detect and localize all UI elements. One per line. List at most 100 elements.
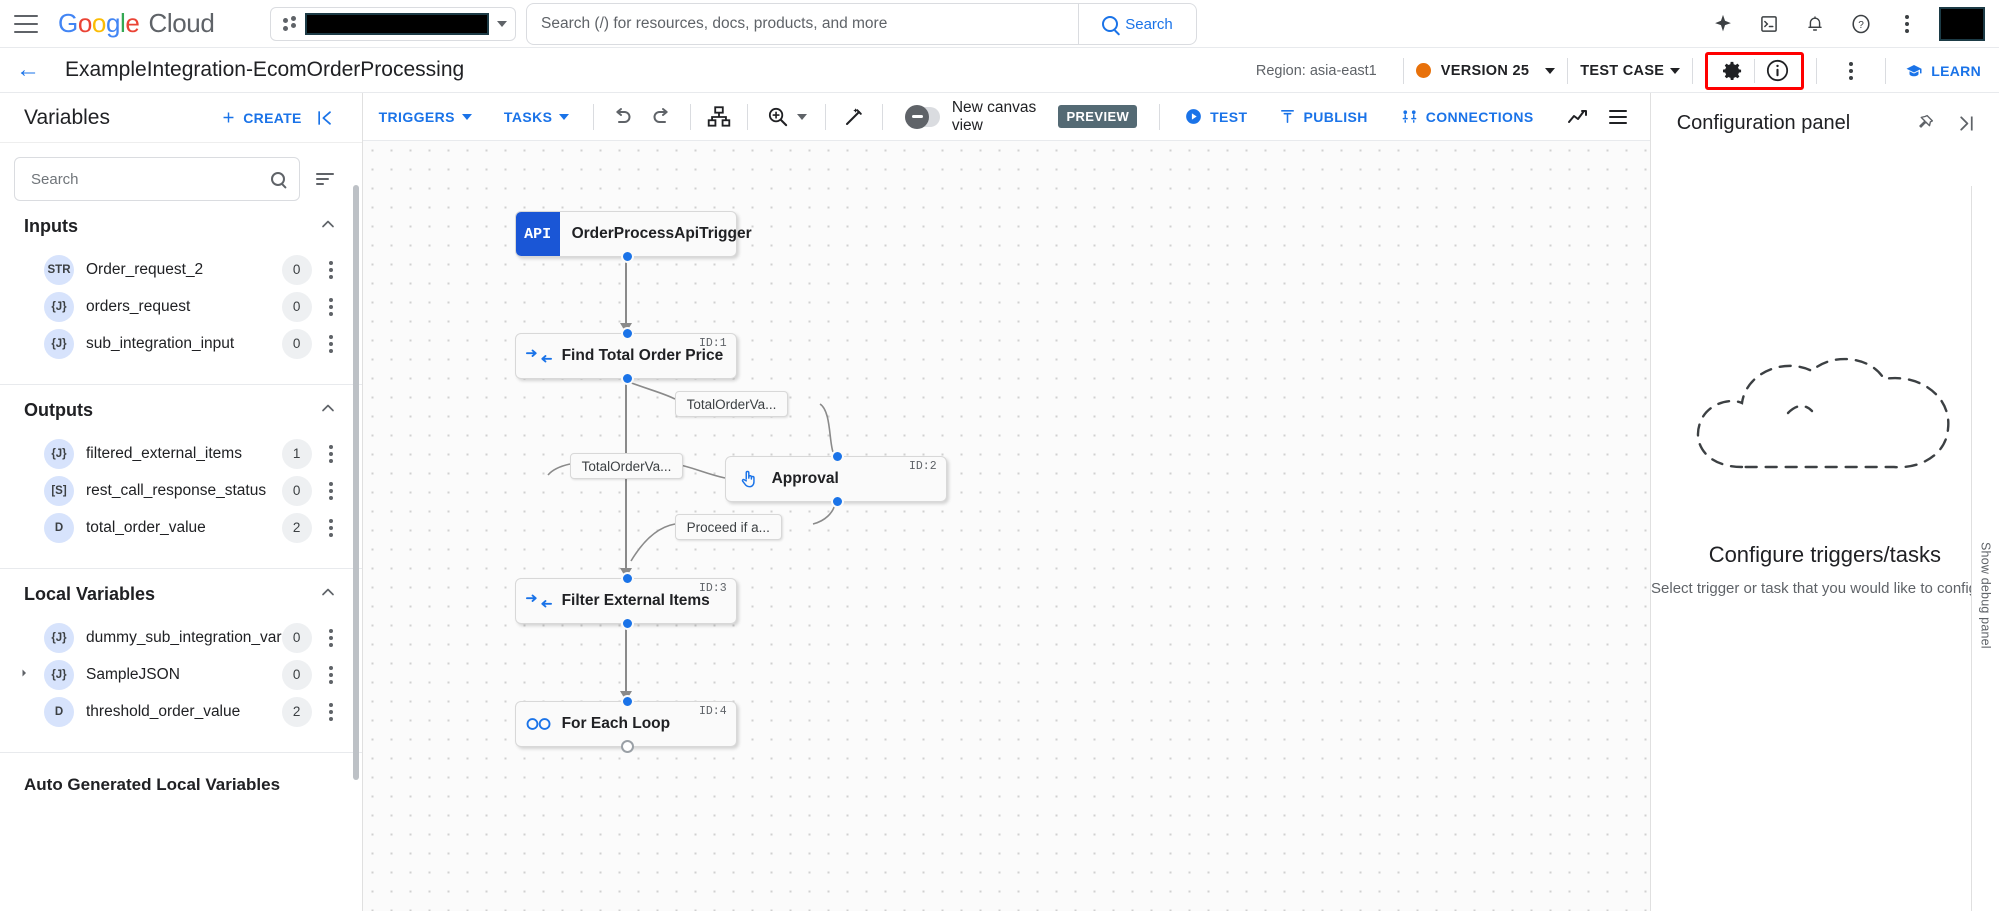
- new-canvas-view-toggle[interactable]: [905, 104, 940, 129]
- node-output-port[interactable]: [620, 617, 634, 630]
- variables-group-inputs[interactable]: Inputs: [0, 201, 362, 251]
- test-case-selector[interactable]: TEST CASE: [1580, 63, 1681, 79]
- node-output-port[interactable]: [620, 372, 634, 385]
- gemini-sparkle-icon[interactable]: [1701, 2, 1745, 46]
- canvas-node-approval[interactable]: Approval ID:2: [724, 450, 947, 508]
- variable-count: 0: [281, 254, 312, 285]
- more-vert-icon[interactable]: [1829, 52, 1873, 90]
- variable-menu-icon[interactable]: [318, 444, 344, 463]
- pin-icon[interactable]: [1903, 102, 1945, 144]
- expand-panel-icon[interactable]: [1945, 102, 1987, 144]
- chevron-up-icon[interactable]: [318, 582, 338, 607]
- variable-menu-icon[interactable]: [318, 518, 344, 537]
- node-output-port[interactable]: [830, 495, 844, 508]
- avatar[interactable]: [1939, 7, 1985, 41]
- variables-panel: Variables CREATE Inputs: [0, 93, 363, 911]
- node-input-port[interactable]: [620, 572, 634, 585]
- hamburger-icon[interactable]: [0, 0, 52, 48]
- variable-row[interactable]: {J} dummy_sub_integration_var 0: [0, 619, 362, 656]
- variable-count: 0: [281, 659, 312, 690]
- more-options-icon[interactable]: [1885, 2, 1929, 46]
- learn-button[interactable]: LEARN: [1904, 62, 1981, 80]
- divider: [1402, 57, 1404, 84]
- redo-icon[interactable]: [642, 94, 682, 140]
- connections-button[interactable]: CONNECTIONS: [1384, 108, 1550, 125]
- variable-row[interactable]: {J} SampleJSON 0: [0, 656, 362, 693]
- help-icon[interactable]: ?: [1839, 2, 1883, 46]
- search-button[interactable]: Search: [1078, 4, 1196, 44]
- create-variable-button[interactable]: CREATE: [220, 109, 301, 126]
- gear-icon[interactable]: [1710, 52, 1754, 90]
- expand-row-icon[interactable]: [18, 667, 30, 682]
- auto-layout-icon[interactable]: [699, 94, 739, 140]
- node-input-port[interactable]: [620, 327, 634, 340]
- connections-label: CONNECTIONS: [1425, 108, 1534, 125]
- variable-name: SampleJSON: [86, 665, 180, 683]
- variable-menu-icon[interactable]: [318, 665, 344, 684]
- divider: [0, 752, 362, 753]
- variable-count: 2: [281, 696, 312, 727]
- svg-text:?: ?: [1858, 20, 1864, 31]
- canvas-node-for-each-loop[interactable]: For Each Loop ID:4: [514, 695, 737, 753]
- configuration-panel-header: Configuration panel: [1651, 93, 1999, 153]
- variables-group-outputs[interactable]: Outputs: [0, 385, 362, 435]
- magic-wand-icon[interactable]: [834, 94, 874, 140]
- variable-menu-icon[interactable]: [318, 297, 344, 316]
- collapse-panel-icon[interactable]: [302, 95, 348, 141]
- publish-button[interactable]: PUBLISH: [1263, 108, 1383, 125]
- publish-icon: [1281, 110, 1295, 123]
- global-search[interactable]: Search: [526, 3, 1197, 45]
- version-selector[interactable]: VERSION 25: [1415, 63, 1556, 79]
- edge-label[interactable]: Proceed if a...: [674, 514, 782, 540]
- triggers-menu[interactable]: TRIGGERS: [363, 109, 488, 125]
- chevron-up-icon[interactable]: [318, 214, 338, 239]
- cloud-shell-icon[interactable]: [1747, 2, 1791, 46]
- variable-menu-icon[interactable]: [318, 481, 344, 500]
- variables-group-local[interactable]: Local Variables: [0, 569, 362, 619]
- node-input-port[interactable]: [620, 695, 634, 708]
- chevron-up-icon[interactable]: [318, 398, 338, 423]
- canvas-node-trigger[interactable]: API OrderProcessApiTrigger: [514, 211, 752, 263]
- list-view-icon[interactable]: [1598, 94, 1638, 140]
- info-icon[interactable]: [1755, 52, 1799, 90]
- variable-row[interactable]: D threshold_order_value 2: [0, 693, 362, 730]
- canvas-node-find-total-order-price[interactable]: Find Total Order Price ID:1: [514, 327, 737, 385]
- tasks-menu[interactable]: TASKS: [488, 109, 585, 125]
- test-button[interactable]: TEST: [1168, 107, 1263, 126]
- project-picker[interactable]: [270, 6, 517, 41]
- variable-menu-icon[interactable]: [318, 334, 344, 353]
- variable-row[interactable]: {J} orders_request 0: [0, 288, 362, 325]
- variable-row[interactable]: STR Order_request_2 0: [0, 251, 362, 288]
- search-input[interactable]: [527, 14, 1078, 34]
- chevron-down-icon: [497, 20, 508, 27]
- variable-menu-icon[interactable]: [318, 628, 344, 647]
- node-output-port[interactable]: [620, 250, 634, 263]
- sort-icon[interactable]: [312, 169, 338, 189]
- node-output-port[interactable]: [620, 740, 634, 753]
- zoom-icon[interactable]: [756, 94, 817, 140]
- variable-row[interactable]: {J} filtered_external_items 1: [0, 435, 362, 472]
- variable-menu-icon[interactable]: [318, 260, 344, 279]
- integration-canvas[interactable]: API OrderProcessApiTrigger Find Total Or…: [362, 141, 1650, 911]
- variable-row[interactable]: D total_order_value 2: [0, 509, 362, 546]
- analytics-icon[interactable]: [1558, 94, 1598, 140]
- variables-search[interactable]: [14, 157, 300, 201]
- search-icon: [270, 172, 285, 186]
- variables-search-input[interactable]: [29, 169, 271, 189]
- show-debug-panel-rail[interactable]: Show debug panel: [1971, 186, 1999, 911]
- canvas-node-filter-external-items[interactable]: Filter External Items ID:3: [514, 572, 737, 630]
- edge-label[interactable]: TotalOrderVa...: [674, 391, 789, 417]
- undo-icon[interactable]: [602, 94, 642, 140]
- divider: [747, 103, 749, 130]
- node-input-port[interactable]: [830, 450, 844, 463]
- back-button[interactable]: ←: [16, 56, 40, 83]
- node-label: For Each Loop: [561, 715, 671, 732]
- notifications-bell-icon[interactable]: [1793, 2, 1837, 46]
- variable-row[interactable]: [S] rest_call_response_status 0: [0, 472, 362, 509]
- variable-row[interactable]: {J} sub_integration_input 0: [0, 325, 362, 362]
- edge-label[interactable]: TotalOrderVa...: [569, 453, 684, 479]
- auto-generated-variables-title: Auto Generated Local Variables: [24, 775, 281, 794]
- variables-scrollbar[interactable]: [352, 185, 359, 780]
- variable-menu-icon[interactable]: [318, 702, 344, 721]
